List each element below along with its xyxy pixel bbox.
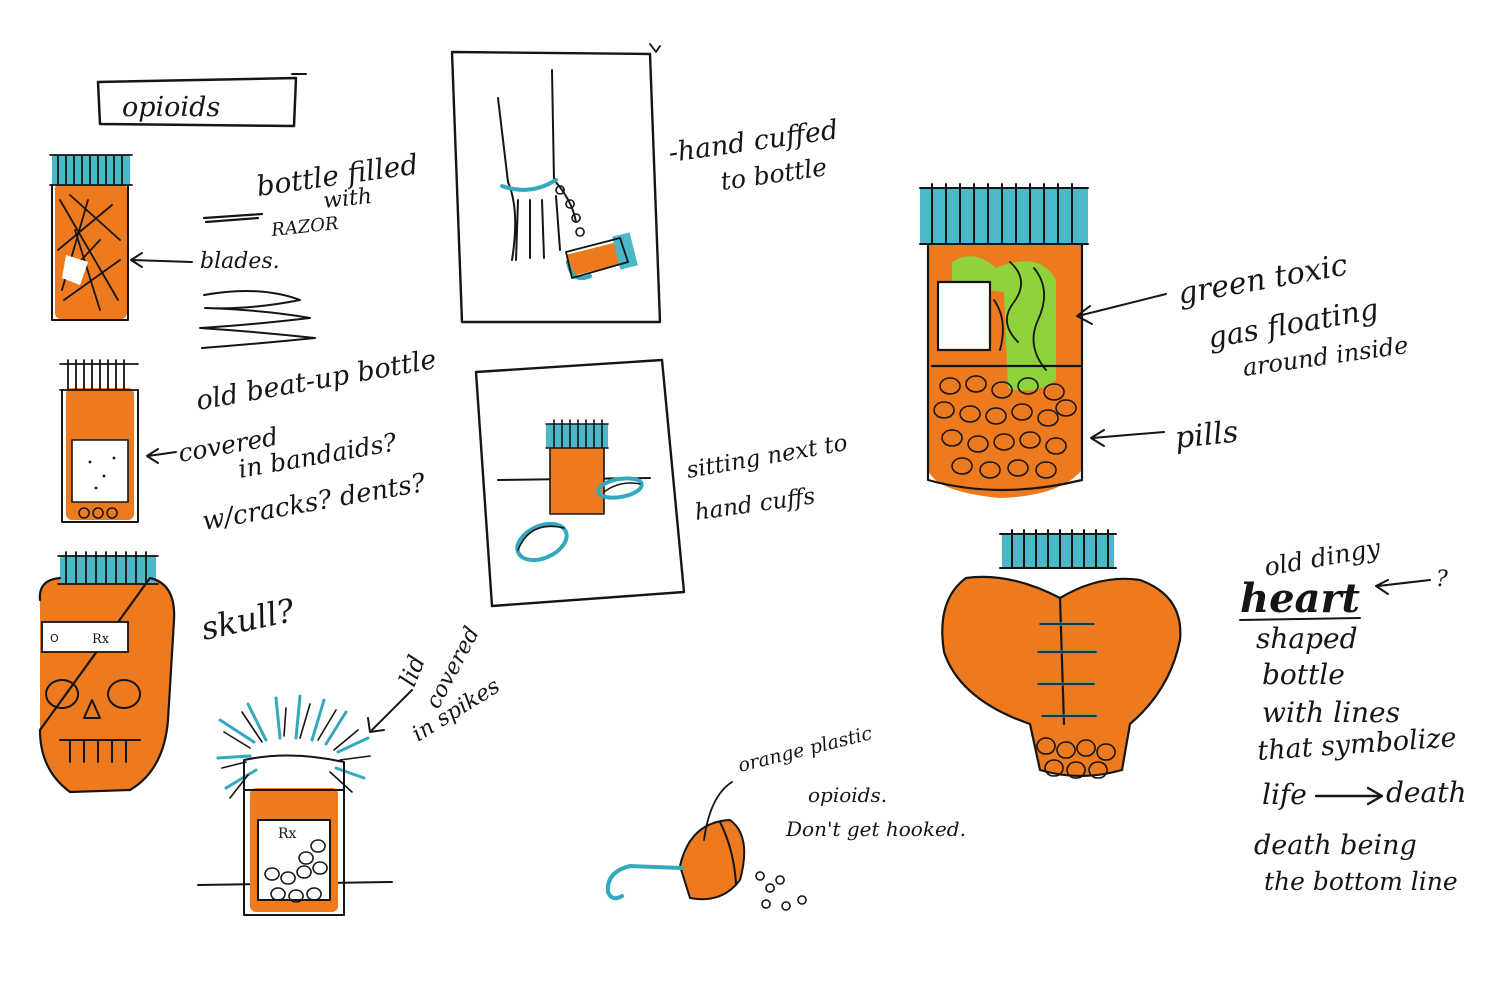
skull-bottle-sketch: O Rx bbox=[38, 551, 176, 794]
svg-text:hand cuffs: hand cuffs bbox=[693, 483, 817, 526]
hook-note: orange plastic opioids. Don't get hooked… bbox=[736, 722, 966, 841]
svg-text:lid: lid bbox=[394, 651, 431, 690]
gas-note: green toxic gas floating around inside p… bbox=[1076, 248, 1410, 456]
svg-text:the bottom line: the bottom line bbox=[1264, 867, 1458, 896]
beat-up-note: old beat-up bottle covered in bandaids? … bbox=[146, 344, 439, 537]
svg-text:orange plastic: orange plastic bbox=[736, 722, 875, 777]
spikes-note: lid covered in spikes bbox=[367, 623, 505, 747]
skull-note: skull? bbox=[198, 591, 299, 648]
handcuffed-note: -hand cuffed to bottle bbox=[667, 114, 840, 195]
toxic-gas-bottle-sketch bbox=[919, 183, 1089, 498]
svg-text:old beat-up bottle: old beat-up bottle bbox=[194, 344, 439, 417]
skull-label-o: O bbox=[50, 632, 59, 645]
svg-text:with: with bbox=[322, 184, 373, 214]
hook-sketch bbox=[605, 781, 807, 911]
svg-text:Don't get hooked.: Don't get hooked. bbox=[785, 817, 966, 841]
svg-text:death being: death being bbox=[1254, 830, 1417, 861]
svg-text:blades.: blades. bbox=[200, 249, 280, 274]
svg-text:life: life bbox=[1262, 778, 1307, 811]
svg-text:death: death bbox=[1386, 776, 1466, 809]
svg-text:sitting next to: sitting next to bbox=[685, 430, 850, 484]
spiked-bottle-sketch: Rx bbox=[197, 694, 393, 916]
scribble-out bbox=[199, 290, 316, 349]
svg-text:shaped: shaped bbox=[1256, 622, 1358, 655]
page-title: opioids bbox=[122, 92, 220, 123]
svg-text:bottle: bottle bbox=[1262, 658, 1345, 691]
razor-note: bottle filled with RAZOR blades. bbox=[130, 148, 420, 274]
svg-text:?: ? bbox=[1436, 567, 1448, 592]
panel-handcuffed bbox=[450, 43, 662, 324]
sitting-note: sitting next to hand cuffs bbox=[685, 430, 850, 526]
beat-up-bottle-sketch bbox=[59, 359, 139, 523]
skull-label-rx: Rx bbox=[92, 632, 110, 647]
panel-sitting-cuffs bbox=[474, 358, 686, 608]
pills-note: pills bbox=[1173, 415, 1240, 456]
svg-text:w/cracks? dents?: w/cracks? dents? bbox=[200, 468, 429, 537]
svg-text:opioids.: opioids. bbox=[808, 783, 887, 807]
svg-text:with lines: with lines bbox=[1262, 696, 1400, 729]
svg-text:heart: heart bbox=[1240, 575, 1361, 622]
razor-bottle-sketch bbox=[49, 154, 133, 321]
title-box: opioids bbox=[96, 73, 307, 128]
heart-bottle-sketch bbox=[941, 529, 1182, 779]
heart-note: old dingy heart ? shaped bottle with lin… bbox=[1239, 533, 1466, 896]
spiked-label-rx: Rx bbox=[278, 826, 297, 842]
svg-text:RAZOR: RAZOR bbox=[269, 213, 339, 241]
